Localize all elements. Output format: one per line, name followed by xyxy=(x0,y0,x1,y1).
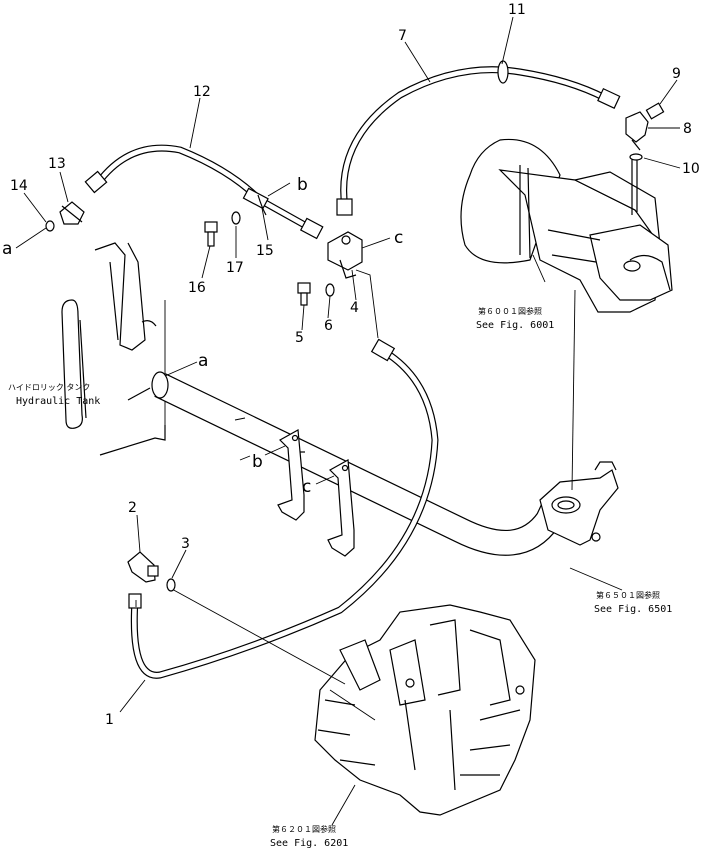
svg-text:第６５０１図参照: 第６５０１図参照 xyxy=(596,590,660,600)
clamp-15 xyxy=(257,194,267,216)
svg-text:第６００１図参照: 第６００１図参照 xyxy=(478,306,542,316)
hydraulic-pump xyxy=(460,138,673,491)
plug-9 xyxy=(645,102,665,120)
callout-numbers: 11 7 9 8 10 12 13 14 15 17 16 4 6 5 2 3 … xyxy=(10,2,700,728)
bracket-b xyxy=(277,429,305,521)
elbow-2 xyxy=(127,551,159,583)
hydraulic-tank-label: ハイドロリック タンク Hydraulic Tank xyxy=(8,383,100,407)
callout-6: 6 xyxy=(324,318,333,334)
mark-a-left: a xyxy=(2,239,12,259)
fitting-13 xyxy=(59,201,85,225)
elbow-8 xyxy=(625,111,649,151)
callout-1: 1 xyxy=(105,712,114,728)
callout-15: 15 xyxy=(256,243,274,259)
hose-long xyxy=(128,338,439,679)
o-ring-10 xyxy=(629,153,643,161)
callout-14: 14 xyxy=(10,178,28,194)
callout-5: 5 xyxy=(295,330,304,346)
ref-fig-6001: 第６００１図参照 See Fig. 6001 xyxy=(476,306,554,331)
callout-8: 8 xyxy=(683,121,692,137)
callout-9: 9 xyxy=(672,66,681,82)
mark-b-hose: b xyxy=(297,175,308,195)
mark-c-block: c xyxy=(394,228,403,248)
washer-17 xyxy=(231,211,241,225)
block-4 xyxy=(327,231,363,279)
ref-fig-6501: 第６５０１図参照 See Fig. 6501 xyxy=(594,590,672,615)
callout-16: 16 xyxy=(188,280,206,296)
connection-marks: a a b b c c xyxy=(2,175,403,497)
svg-text:第６２０１図参照: 第６２０１図参照 xyxy=(272,824,336,834)
o-ring-14 xyxy=(45,220,55,232)
svg-text:See Fig. 6501: See Fig. 6501 xyxy=(594,604,672,615)
mark-b-bracket: b xyxy=(252,452,263,472)
suction-pipe xyxy=(151,371,619,556)
bracket-c xyxy=(327,459,355,557)
callout-12: 12 xyxy=(193,84,211,100)
callout-11: 11 xyxy=(508,2,526,18)
control-valve xyxy=(314,604,536,816)
hose-7 xyxy=(336,60,621,216)
svg-text:See Fig. 6001: See Fig. 6001 xyxy=(476,320,554,331)
bolt-5 xyxy=(297,282,311,306)
svg-text:See Fig. 6201: See Fig. 6201 xyxy=(270,838,348,849)
ref-fig-6201: 第６２０１図参照 See Fig. 6201 xyxy=(270,824,348,849)
callout-4: 4 xyxy=(350,300,359,316)
hose-12 xyxy=(84,144,324,240)
mark-c-bracket: c xyxy=(302,477,311,497)
mark-a-tank: a xyxy=(198,351,208,371)
callout-10: 10 xyxy=(682,161,700,177)
bolt-16 xyxy=(204,221,218,247)
svg-text:Hydraulic Tank: Hydraulic Tank xyxy=(16,396,100,407)
leader-lines xyxy=(15,16,681,826)
washer-6 xyxy=(325,283,335,297)
svg-text:ハイドロリック タンク: ハイドロリック タンク xyxy=(8,383,90,392)
callout-17: 17 xyxy=(226,260,244,276)
callout-3: 3 xyxy=(181,536,190,552)
callout-7: 7 xyxy=(398,28,407,44)
callout-2: 2 xyxy=(128,500,137,516)
callout-13: 13 xyxy=(48,156,66,172)
hydraulic-tank xyxy=(61,242,166,456)
o-ring-3 xyxy=(166,578,176,592)
